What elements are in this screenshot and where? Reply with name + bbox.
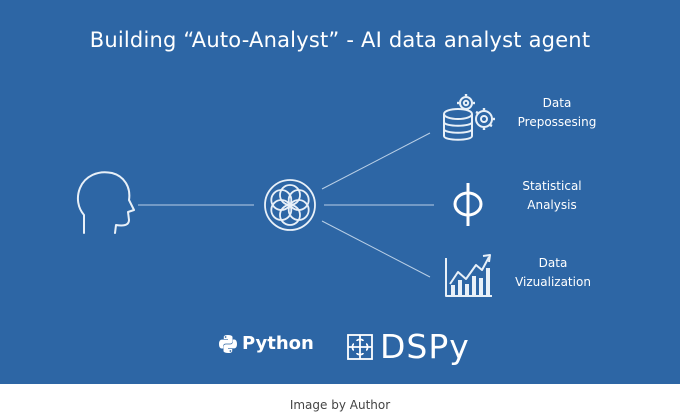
python-logo-text: Python [242,333,314,354]
dspy-logo-text: DSPy [380,327,470,366]
connector-agent-preprocessing [321,132,431,190]
chart-icon [445,254,492,297]
flower-of-life-icon [264,179,316,231]
chart-bars [451,268,490,295]
database-gear-icon [443,94,495,141]
label-line: Statistical [522,179,582,193]
label-statistical-analysis: Statistical Analysis [492,177,612,215]
label-data-preprocessing: Data Prepossesing [497,94,617,132]
label-line: Vizualization [515,275,591,289]
puzzle-icon [347,333,373,360]
python-logo: Python [218,333,314,354]
label-line: Data [538,256,568,270]
python-snake-icon [219,334,237,353]
phi-icon [453,183,483,226]
dspy-logo: DSPy [346,327,470,366]
slide: Building “Auto-Analyst” - AI data analys… [0,0,680,384]
human-head-icon [76,171,135,234]
slide-title: Building “Auto-Analyst” - AI data analys… [89,28,591,52]
label-line: Analysis [527,198,577,212]
image-caption: Image by Author [289,398,391,412]
label-line: Data [542,96,572,110]
flow-diagram [76,94,495,297]
connector-agent-visualization [321,220,431,278]
label-line: Prepossesing [517,115,597,129]
label-data-visualization: Data Vizualization [493,254,613,292]
